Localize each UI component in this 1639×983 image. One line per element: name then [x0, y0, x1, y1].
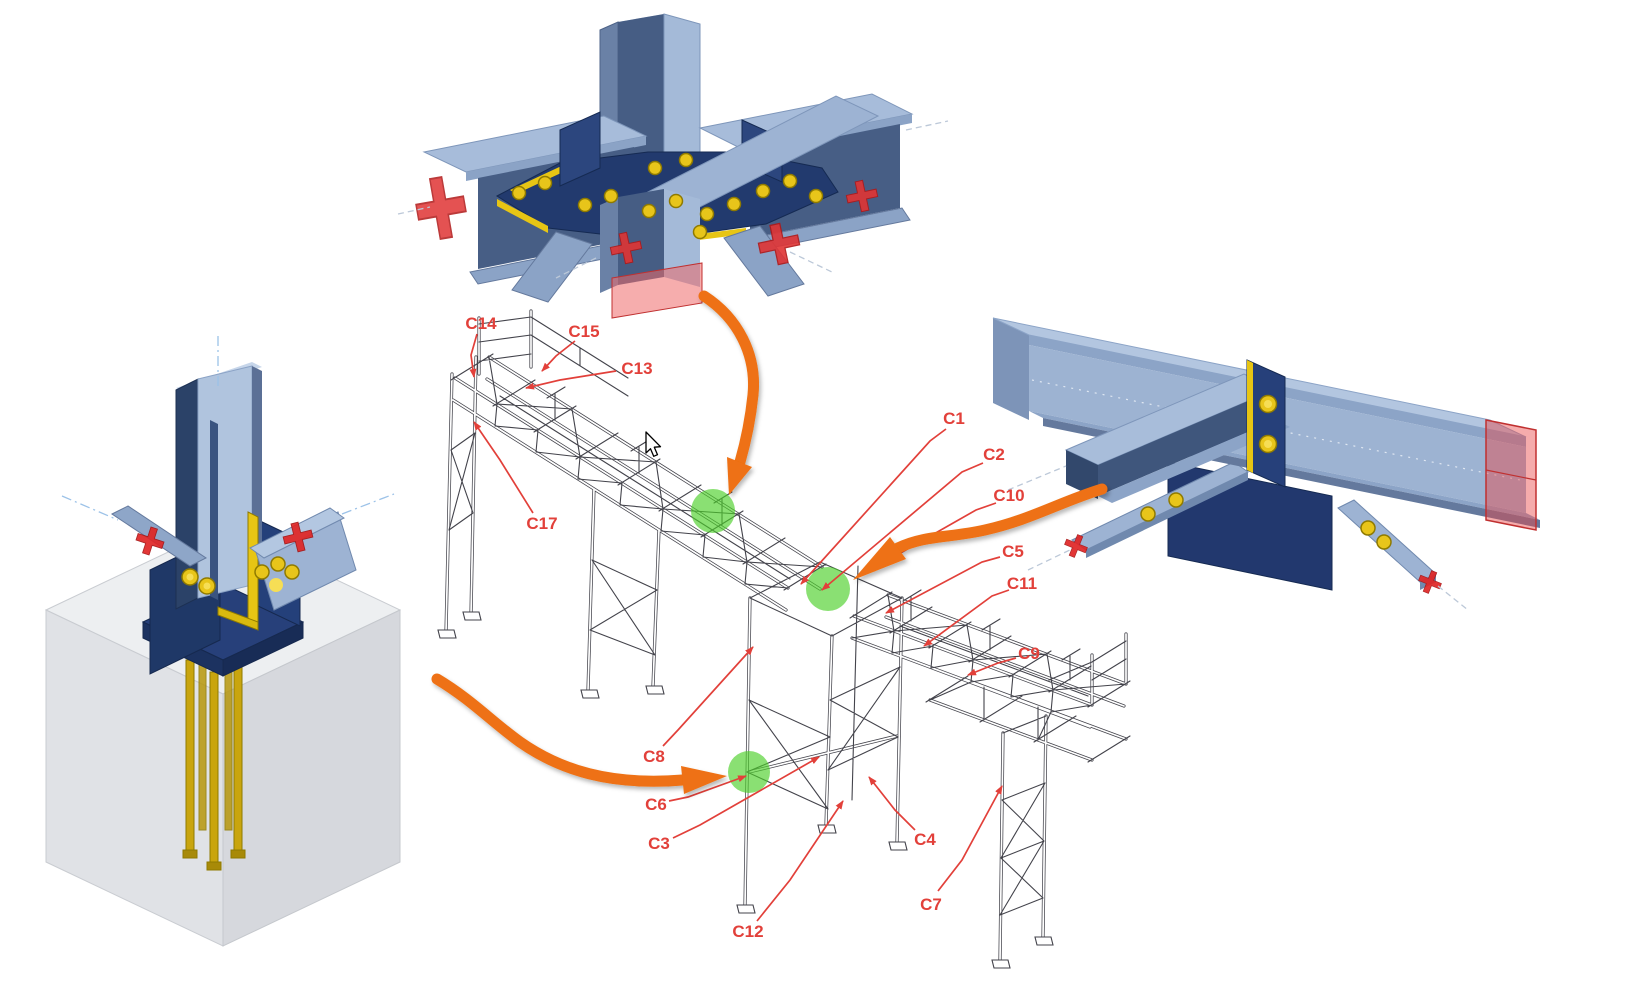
callout-label-C14: C14 [465, 314, 497, 333]
joint-highlight-3[interactable] [728, 751, 770, 793]
arrow-layer [431, 290, 1108, 794]
joint-highlight-2[interactable] [806, 567, 850, 611]
arrow-to-joint-3 [431, 673, 727, 794]
callout-label-C13: C13 [621, 359, 652, 378]
callout-leader-C14 [469, 333, 478, 378]
brace-left-icon [61, 495, 207, 567]
callout-label-C2: C2 [983, 445, 1005, 464]
callout-label-C11: C11 [1007, 574, 1037, 593]
anchor-bolts-icon [182, 639, 246, 871]
callout-label-C5: C5 [1002, 542, 1024, 561]
bolts [511, 152, 824, 240]
section-cut-icon [1485, 419, 1537, 531]
arrow-to-joint-1 [698, 290, 760, 495]
callout-label-C12: C12 [732, 922, 763, 941]
base-plate-connection-view[interactable] [44, 336, 402, 947]
callout-label-C10: C10 [993, 486, 1024, 505]
callout-label-C6: C6 [645, 795, 667, 814]
centerline [397, 120, 949, 279]
callout-label-C1: C1 [943, 409, 965, 428]
callout-leader-C15 [541, 340, 576, 372]
column-feet [437, 611, 1054, 969]
beam-splice-connection-view[interactable] [992, 317, 1540, 611]
brace-down-right-icon [723, 225, 805, 297]
callout-leader-C4 [868, 776, 916, 831]
callout-label-C17: C17 [526, 514, 557, 533]
stub-beam-icon [1007, 359, 1290, 503]
callout-label-C15: C15 [568, 322, 599, 341]
callout-label-C4: C4 [914, 830, 936, 849]
gusset-plate-icon [1167, 461, 1333, 591]
joint-highlight-1[interactable] [691, 489, 735, 533]
pipe-rack-model-view[interactable] [437, 309, 1131, 969]
callout-leader-C17 [473, 421, 534, 514]
callout-leader-C13 [525, 370, 617, 390]
callout-label-C3: C3 [648, 834, 670, 853]
mouse-cursor [645, 431, 662, 457]
callout-leader-C11 [923, 589, 1010, 647]
arrow-to-joint-2 [853, 483, 1108, 580]
callout-leader-C7 [937, 785, 1003, 892]
callout-leader-C1 [800, 428, 947, 585]
callout-leader-C2 [821, 462, 984, 591]
callout-leader-C6 [668, 775, 747, 802]
brace-down-left-icon [511, 231, 593, 303]
beam-column-connection-view[interactable] [397, 13, 949, 319]
callout-leader-C5 [885, 556, 1001, 614]
callout-label-C7: C7 [920, 895, 942, 914]
callout-leader-C8 [662, 646, 754, 747]
callout-leader-C9 [967, 657, 1017, 676]
highlight-layer [691, 489, 850, 793]
callout-leader-C12 [756, 800, 844, 922]
steel-column-icon [175, 362, 262, 631]
brace-right-icon [1337, 499, 1469, 611]
callout-leader-C3 [672, 756, 820, 839]
callout-label-C8: C8 [643, 747, 665, 766]
load-cross-icon [411, 172, 471, 244]
callout-label-C9: C9 [1018, 644, 1040, 663]
brace-left-icon [1027, 461, 1249, 571]
